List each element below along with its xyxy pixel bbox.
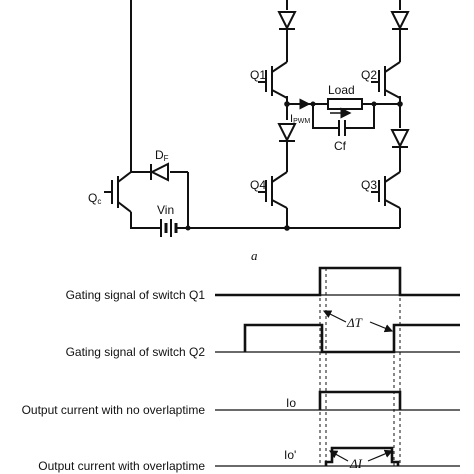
row-label-no-overlap: Output current with no overlaptime xyxy=(22,403,206,417)
transistor-qc xyxy=(104,171,132,213)
transistor-q3 xyxy=(371,171,401,209)
label-qc-sub: c xyxy=(97,197,101,206)
label-q2: Q2 xyxy=(361,68,377,82)
filter-capacitor xyxy=(338,120,346,136)
delta-i-arrows xyxy=(328,449,394,462)
label-cf: Cf xyxy=(334,139,347,153)
annotation-io-prime: Io' xyxy=(284,448,296,462)
row-label-q1: Gating signal of switch Q1 xyxy=(66,288,206,302)
timing-guides xyxy=(319,268,401,466)
delta-t-arrows xyxy=(322,310,394,333)
row-label-overlap: Output current with overlaptime xyxy=(38,459,205,473)
annotation-delta-t: ΔT xyxy=(346,315,363,330)
label-qc: Qc xyxy=(88,191,101,206)
diode-mid-left xyxy=(277,123,297,143)
label-ipwm-sub: PWM xyxy=(293,118,310,125)
diode-mid-right xyxy=(390,129,410,149)
timing-labels: Gating signal of switch Q1 Gating signal… xyxy=(22,288,206,473)
annotation-delta-i: ΔI xyxy=(349,456,363,471)
label-q1: Q1 xyxy=(250,68,266,82)
transistor-q4 xyxy=(258,171,288,209)
label-q3: Q3 xyxy=(361,178,377,192)
label-df-sub: F xyxy=(164,154,169,163)
row-label-q2: Gating signal of switch Q2 xyxy=(66,345,206,359)
transistor-q2 xyxy=(371,61,401,99)
label-ipwm: IPWM xyxy=(290,113,310,125)
junction-dots xyxy=(185,101,403,231)
diode-top-left xyxy=(277,11,297,31)
vin-source xyxy=(160,219,178,237)
transistor-q1 xyxy=(258,61,288,99)
circuit-caption: a xyxy=(251,248,258,263)
label-load: Load xyxy=(328,83,355,97)
freewheel-diode xyxy=(149,162,169,182)
waveform-overlap xyxy=(324,446,400,466)
load-resistor xyxy=(327,98,363,110)
timing-baselines xyxy=(215,294,460,467)
waveform-no-overlap xyxy=(318,390,402,410)
waveform-q1 xyxy=(215,266,460,297)
diode-top-right xyxy=(390,11,410,31)
annotation-io: Io xyxy=(286,396,296,410)
label-df: DF xyxy=(155,148,169,163)
label-vin: Vin xyxy=(157,203,174,217)
label-q4: Q4 xyxy=(250,178,266,192)
